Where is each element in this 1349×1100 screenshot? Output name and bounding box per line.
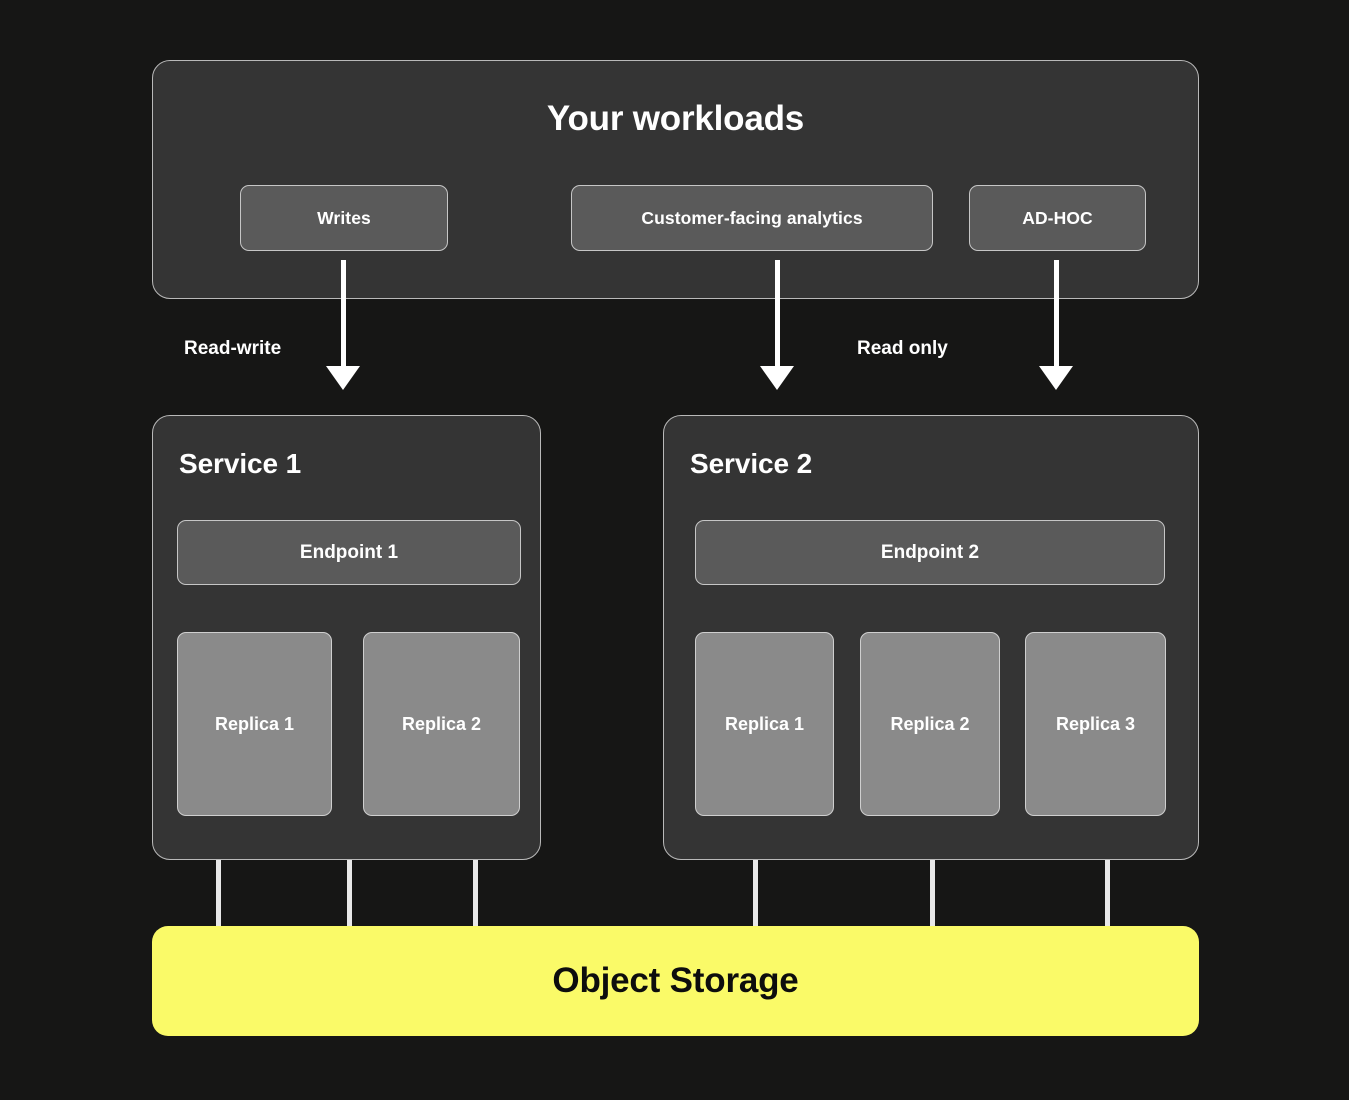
- connector-service-2-b: [930, 860, 935, 928]
- service-2-replica-2[interactable]: Replica 2: [860, 632, 1000, 816]
- workload-chip-customer-facing-analytics-label: Customer-facing analytics: [641, 207, 863, 228]
- arrow-analytics-head-icon: [760, 366, 794, 390]
- arrow-label-read-write: Read-write: [184, 338, 282, 359]
- service-2-replica-2-label: Replica 2: [890, 713, 970, 734]
- arrow-ad-hoc-shaft: [1054, 260, 1059, 370]
- service-1-replica-1[interactable]: Replica 1: [177, 632, 332, 816]
- service-1-endpoint[interactable]: Endpoint 1: [177, 520, 521, 585]
- service-1-replica-2-label: Replica 2: [401, 713, 482, 734]
- arrow-writes-head-icon: [326, 366, 360, 390]
- your-workloads-title: Your workloads: [546, 99, 805, 138]
- workload-chip-writes[interactable]: Writes: [240, 185, 448, 251]
- service-1-endpoint-label: Endpoint 1: [299, 541, 399, 563]
- service-1-replica-2[interactable]: Replica 2: [363, 632, 520, 816]
- your-workloads-panel: Your workloads: [152, 60, 1199, 299]
- connector-service-1-c: [473, 860, 478, 928]
- object-storage-bar[interactable]: Object Storage: [152, 926, 1199, 1036]
- service-2-replica-1-label: Replica 1: [724, 713, 805, 734]
- service-1-title: Service 1: [179, 448, 302, 479]
- service-2-replica-3-label: Replica 3: [1055, 713, 1136, 734]
- workload-chip-ad-hoc[interactable]: AD-HOC: [969, 185, 1146, 251]
- service-2-replica-3[interactable]: Replica 3: [1025, 632, 1166, 816]
- service-2-endpoint[interactable]: Endpoint 2: [695, 520, 1165, 585]
- object-storage-label: Object Storage: [552, 961, 799, 1000]
- workload-chip-customer-facing-analytics[interactable]: Customer-facing analytics: [571, 185, 933, 251]
- workload-chip-ad-hoc-label: AD-HOC: [1022, 207, 1093, 228]
- arrow-analytics-shaft: [775, 260, 780, 370]
- connector-service-2-a: [753, 860, 758, 928]
- arrow-writes-shaft: [341, 260, 346, 370]
- workload-chip-writes-label: Writes: [317, 207, 371, 228]
- arrow-ad-hoc-head-icon: [1039, 366, 1073, 390]
- service-2-replica-1[interactable]: Replica 1: [695, 632, 834, 816]
- arrow-label-read-only: Read only: [857, 338, 948, 359]
- service-2-title: Service 2: [690, 448, 813, 479]
- service-1-replica-1-label: Replica 1: [214, 713, 295, 734]
- service-2-endpoint-label: Endpoint 2: [880, 541, 980, 563]
- connector-service-1-b: [347, 860, 352, 928]
- connector-service-1-a: [216, 860, 221, 928]
- connector-service-2-c: [1105, 860, 1110, 928]
